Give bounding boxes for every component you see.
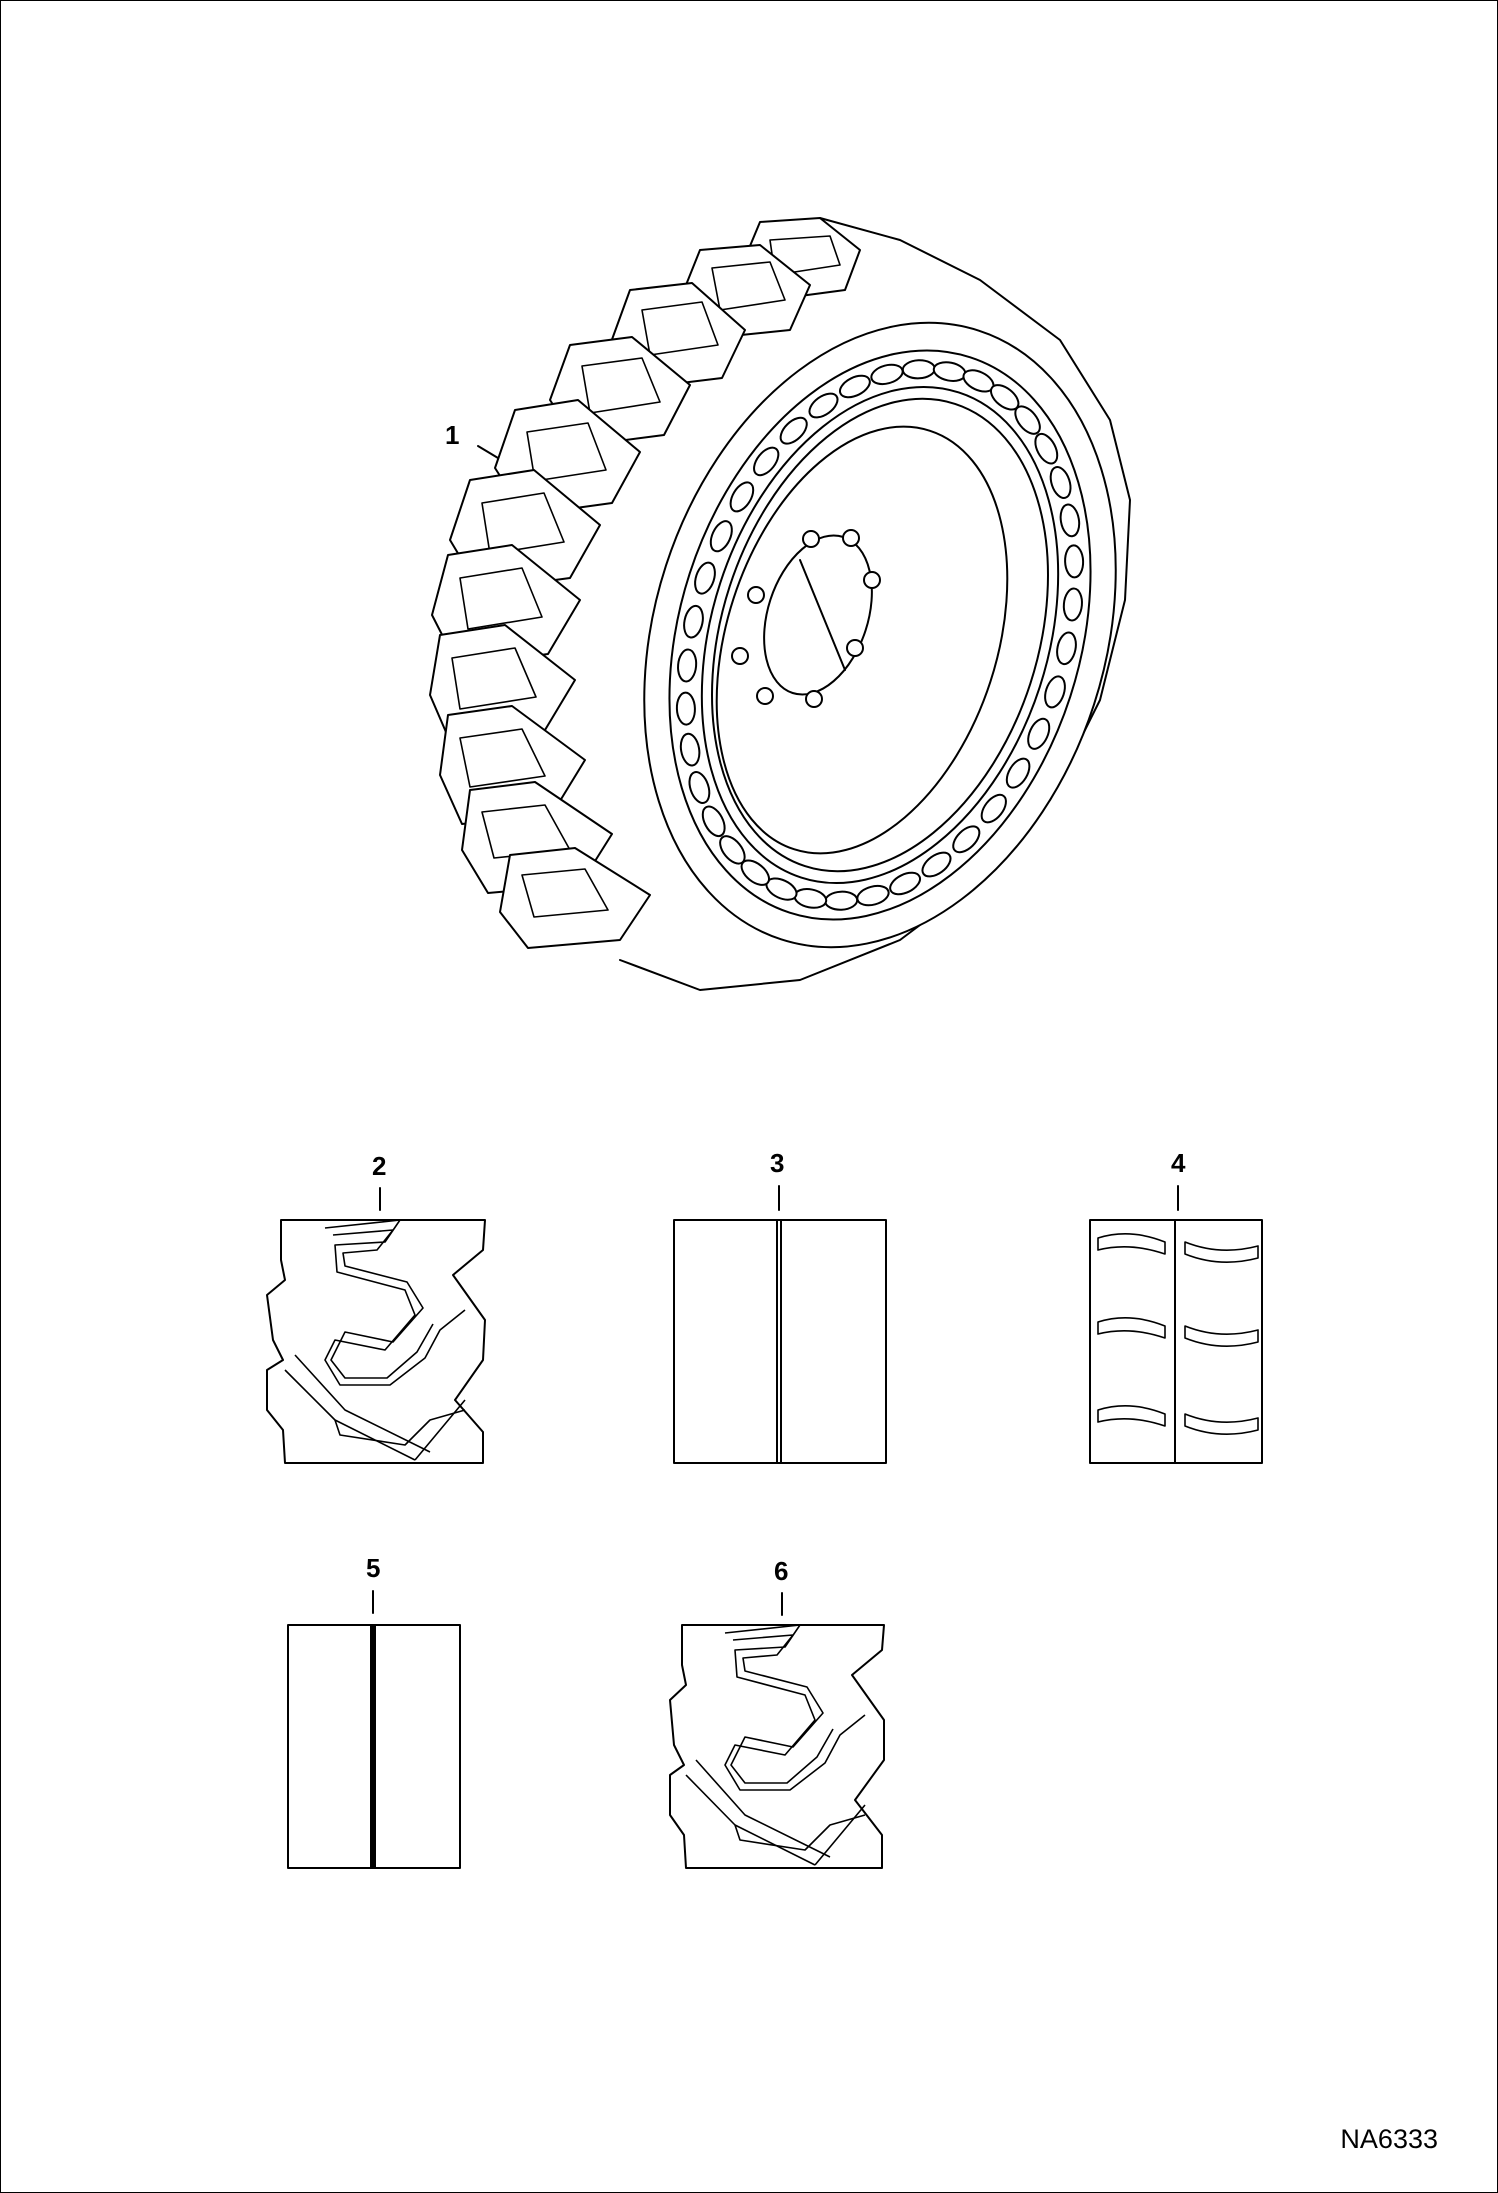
sidewall-hole	[952, 825, 981, 854]
sidewall-hole	[1062, 587, 1083, 622]
tread-pattern-5	[287, 1590, 461, 1869]
sidewall-hole	[889, 871, 922, 896]
callout-5: 5	[366, 1553, 380, 1583]
sidewall-hole	[729, 481, 755, 513]
sidewall-hole	[779, 416, 808, 445]
sidewall-hole	[753, 446, 780, 477]
center-groove	[370, 1625, 376, 1868]
sidewall-hole	[1005, 757, 1031, 789]
sidewall-hole	[980, 793, 1007, 824]
sidewall-hole	[1034, 432, 1059, 465]
sidewall-hole	[677, 648, 698, 683]
lug-nut	[846, 639, 864, 657]
lug-nut	[805, 690, 823, 708]
tire-tread-lugs	[429, 217, 1131, 991]
sidewall-holes	[675, 359, 1085, 911]
sidewall-hole	[1059, 503, 1081, 538]
callout-6: 6	[774, 1556, 788, 1586]
sidewall-hole	[679, 732, 701, 767]
sidewall-hole	[709, 520, 733, 553]
sidewall-hole	[901, 359, 936, 380]
figure-id: NA6333	[1340, 2124, 1438, 2154]
lug-nut	[863, 571, 881, 589]
sidewall-hole	[1056, 631, 1077, 666]
lug-nut	[756, 687, 774, 705]
sidewall-hole	[808, 392, 839, 419]
callout-2: 2	[372, 1151, 386, 1181]
sidewall-hole	[694, 561, 716, 595]
callout-3: 3	[770, 1148, 784, 1178]
sidewall-hole	[1064, 544, 1085, 579]
callout-1-leader	[477, 445, 499, 459]
sidewall-hole	[1049, 466, 1072, 499]
tread-pattern-6	[669, 1592, 885, 1869]
lug-nut	[842, 529, 860, 547]
sidewall-hole	[688, 771, 711, 804]
sidewall-hole	[838, 374, 871, 399]
sidewall-hole	[921, 851, 952, 878]
sidewall-hole	[719, 835, 746, 865]
sidewall-hole	[683, 604, 704, 639]
tire-wheel-assembly	[429, 217, 1131, 991]
sidewall-hole	[1027, 717, 1051, 750]
callout-1: 1	[445, 420, 459, 450]
sidewall-hole	[701, 805, 726, 838]
sidewall-hole	[1044, 675, 1066, 709]
tread-pattern-4	[1089, 1185, 1263, 1464]
sidewall-hole	[1014, 405, 1041, 435]
tread-pattern-2	[266, 1187, 486, 1464]
sidewall-hole	[824, 890, 859, 911]
lug-nut	[747, 586, 765, 604]
wheel-rim	[711, 397, 1049, 873]
tread-pattern-3	[673, 1185, 887, 1464]
callout-4: 4	[1171, 1148, 1186, 1178]
lug-nut	[802, 530, 820, 548]
sidewall-hole	[675, 691, 696, 726]
lug-nut	[731, 647, 749, 665]
